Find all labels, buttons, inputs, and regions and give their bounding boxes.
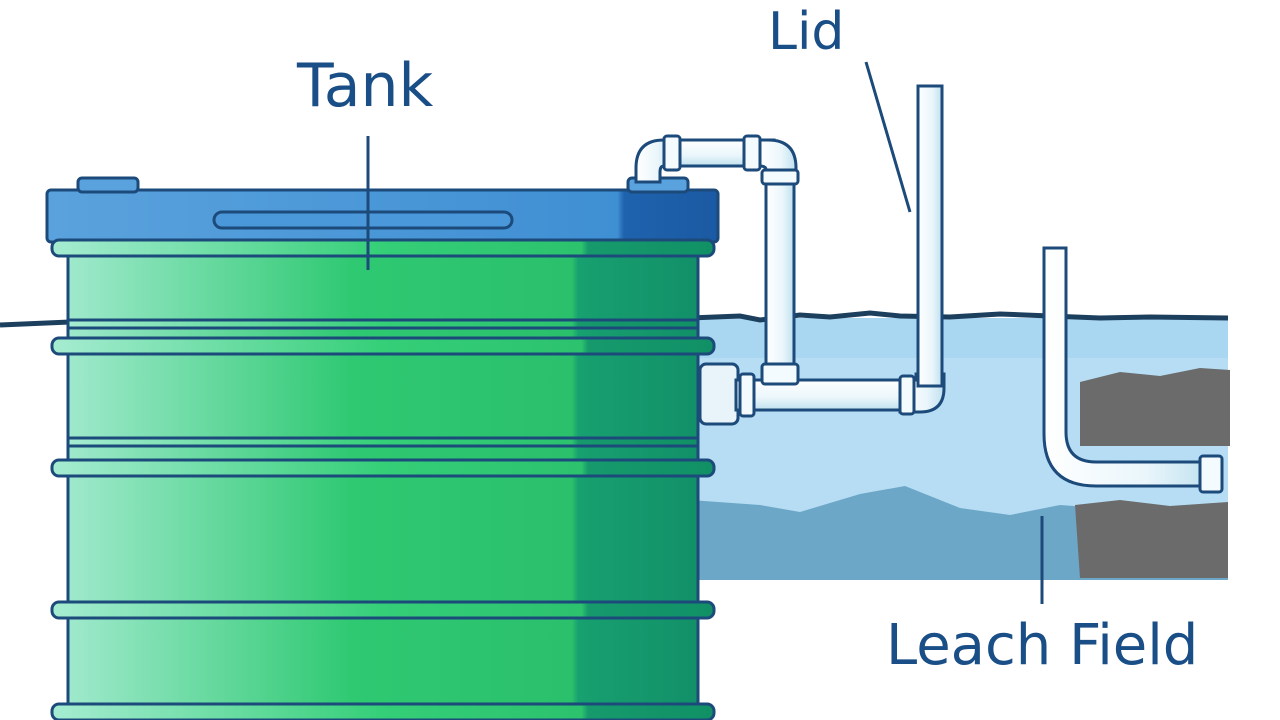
tank-rim-3 xyxy=(50,458,716,478)
tank-rim-bottom xyxy=(50,702,716,720)
vertical-pipe-down xyxy=(764,174,796,382)
tank-top-cap-left xyxy=(76,176,140,194)
soil-layer-lower xyxy=(1075,500,1228,578)
lid-riser-pipe xyxy=(916,84,944,388)
pipes xyxy=(634,84,1224,494)
leach-field-label: Leach Field xyxy=(886,613,1199,678)
riser-elbow-coupling xyxy=(898,374,916,416)
outlet-coupling xyxy=(738,372,756,418)
outlet-tee xyxy=(760,362,800,386)
tank-rim-top xyxy=(50,238,716,258)
vent-pipe-coupling-b xyxy=(742,134,762,172)
tank-rib-1 xyxy=(66,318,700,330)
tank-outlet-fitting xyxy=(698,362,740,426)
leach-field-pipe-end xyxy=(1198,454,1224,494)
ground-surface-line xyxy=(689,310,1229,323)
tank-top-slot xyxy=(212,210,514,230)
tank-label: Tank xyxy=(297,51,434,121)
tank xyxy=(45,176,740,720)
inlet-line xyxy=(0,319,71,328)
tank-body xyxy=(66,238,700,720)
vent-pipe-coupling-a xyxy=(662,134,682,172)
lid-label: Lid xyxy=(768,2,845,62)
ground-area xyxy=(0,310,1230,580)
lid-leader-line xyxy=(864,61,912,213)
tank-rim-2 xyxy=(50,336,716,356)
tank-rim-4 xyxy=(50,600,716,620)
tank-rib-2 xyxy=(66,436,700,448)
leader-lines xyxy=(366,61,1044,604)
soil-layer-upper xyxy=(1080,368,1230,446)
vertical-pipe-coupling xyxy=(760,168,800,186)
